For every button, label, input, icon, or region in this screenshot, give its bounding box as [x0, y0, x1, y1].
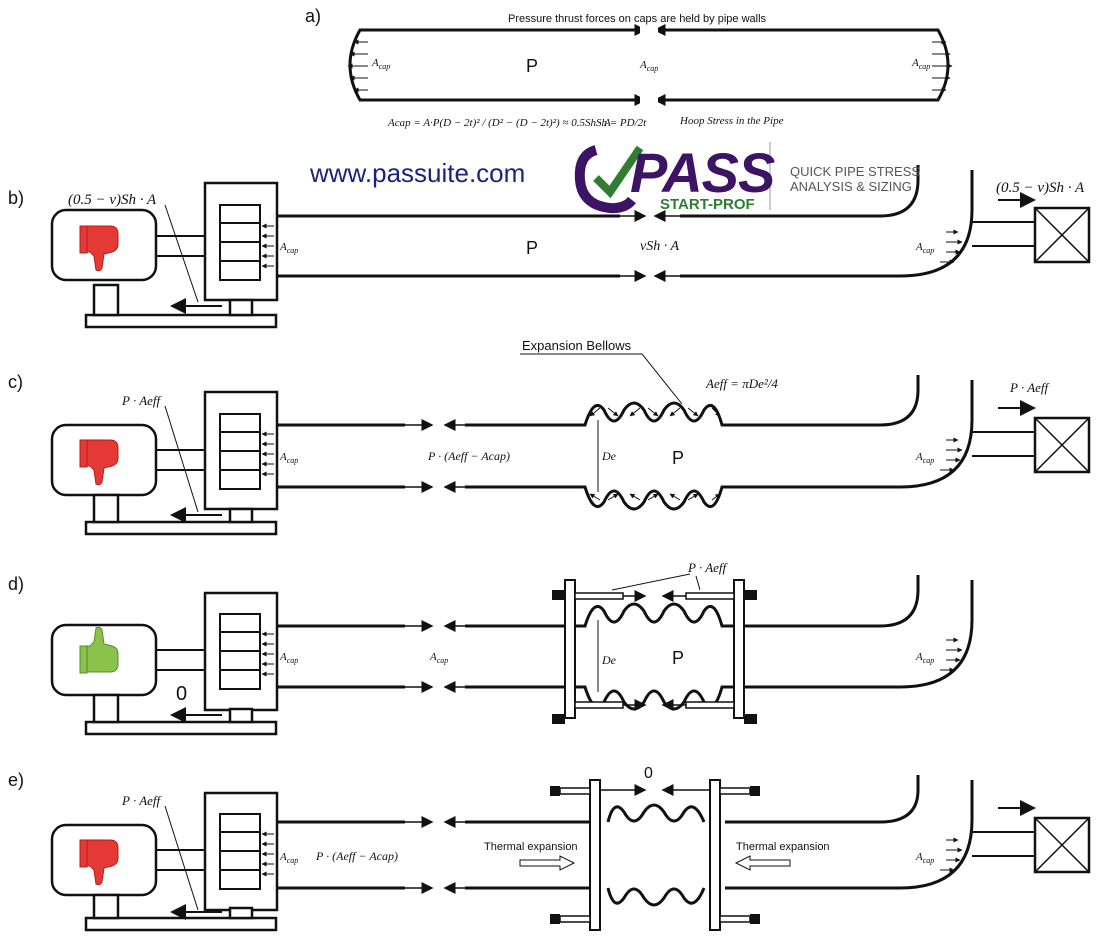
- logo-subtitle: START-PROF: [660, 196, 755, 213]
- panel-label-a: a): [305, 6, 321, 26]
- pressure-d: P: [672, 648, 684, 668]
- aeff-formula: Aeff = πDe²/4: [705, 376, 778, 391]
- zero-d: 0: [176, 683, 187, 705]
- svg-text:Acap: Acap: [915, 241, 934, 255]
- baseplate: [84, 313, 278, 329]
- thermal-arrow-right: [734, 855, 791, 871]
- svg-text:Acap: Acap: [915, 451, 934, 465]
- panel-label-c: c): [8, 372, 23, 392]
- acap-right-a: Acap: [911, 57, 930, 71]
- svg-text:Acap: Acap: [279, 451, 298, 465]
- force-b-left: (0.5 − ν)Sh · A: [68, 192, 157, 208]
- panel-a: a) Pressure thrust forces on caps are he…: [305, 6, 953, 129]
- thermal-left: Thermal expansion: [484, 841, 578, 853]
- de-label-c: De: [601, 449, 617, 463]
- tagline-line-2: ANALYSIS & SIZING: [790, 179, 912, 194]
- website-link[interactable]: www.passuite.com: [310, 158, 526, 188]
- force-b-center: νSh · A: [640, 239, 679, 254]
- zero-e-bellows: 0: [644, 765, 653, 782]
- tagline-line-1: QUICK PIPE STRESS: [790, 164, 921, 179]
- thumbs-down-icon: [79, 225, 119, 272]
- force-b-right: (0.5 − ν)Sh · A: [996, 180, 1085, 196]
- force-d-tie: P · Aeff: [687, 560, 729, 575]
- force-e-left: P · Aeff: [121, 793, 163, 808]
- formula-acap: Acap = A·P(D − 2t)² / (D² − (D − 2t)²) ≈…: [387, 117, 611, 129]
- force-c-left: P · Aeff: [121, 393, 163, 408]
- panel-b: b) Acap Acap P νSh · A (0.5 − ν)Sh · A (…: [8, 165, 1091, 329]
- acap-left-a: Acap: [371, 57, 390, 71]
- svg-text:Acap: Acap: [279, 651, 298, 665]
- svg-text:Acap: Acap: [915, 851, 934, 865]
- pressure-a: P: [526, 56, 538, 76]
- acap-center-a: Acap: [639, 59, 658, 73]
- pressure-c: P: [672, 448, 684, 468]
- pressure-b: P: [526, 238, 538, 258]
- de-label-d: De: [601, 653, 617, 667]
- hoop-label: Hoop Stress in the Pipe: [679, 115, 784, 127]
- force-e-center: P · (Aeff − Acap): [315, 849, 398, 863]
- panel-label-b: b): [8, 188, 24, 208]
- thumbs-up-icon: [79, 626, 119, 674]
- panel-label-e: e): [8, 770, 24, 790]
- top-note: Pressure thrust forces on caps are held …: [508, 13, 767, 25]
- logo-text: PASS: [630, 141, 775, 204]
- svg-text:Acap: Acap: [915, 651, 934, 665]
- tagline: QUICK PIPE STRESS ANALYSIS & SIZING: [790, 164, 920, 194]
- panel-label-d: d): [8, 574, 24, 594]
- bellows-label: Expansion Bellows: [522, 338, 632, 353]
- panel-d: d) Acap Acap P Acap De P · Aeff 0: [8, 560, 974, 736]
- svg-text:Acap: Acap: [429, 651, 448, 665]
- thumbs-down-icon: [79, 839, 119, 886]
- svg-text:Acap: Acap: [279, 241, 298, 255]
- force-c-center: P · (Aeff − Acap): [427, 449, 510, 463]
- thermal-right: Thermal expansion: [736, 841, 830, 853]
- formula-hoop: Sh = PD/2t: [596, 117, 647, 129]
- thermal-arrow-left: [519, 855, 576, 871]
- force-c-right: P · Aeff: [1009, 380, 1051, 395]
- pass-logo-icon: [574, 142, 771, 214]
- panel-c: c) Acap Acap P P · (Aeff − Acap) De Expa…: [8, 338, 1091, 536]
- panel-e: e) 0 Acap Acap P · (Aeff − Acap) Thermal…: [8, 765, 1091, 932]
- thumbs-down-icon: [79, 439, 119, 486]
- cap-pressure-arrows: [347, 39, 953, 93]
- svg-text:Acap: Acap: [279, 851, 298, 865]
